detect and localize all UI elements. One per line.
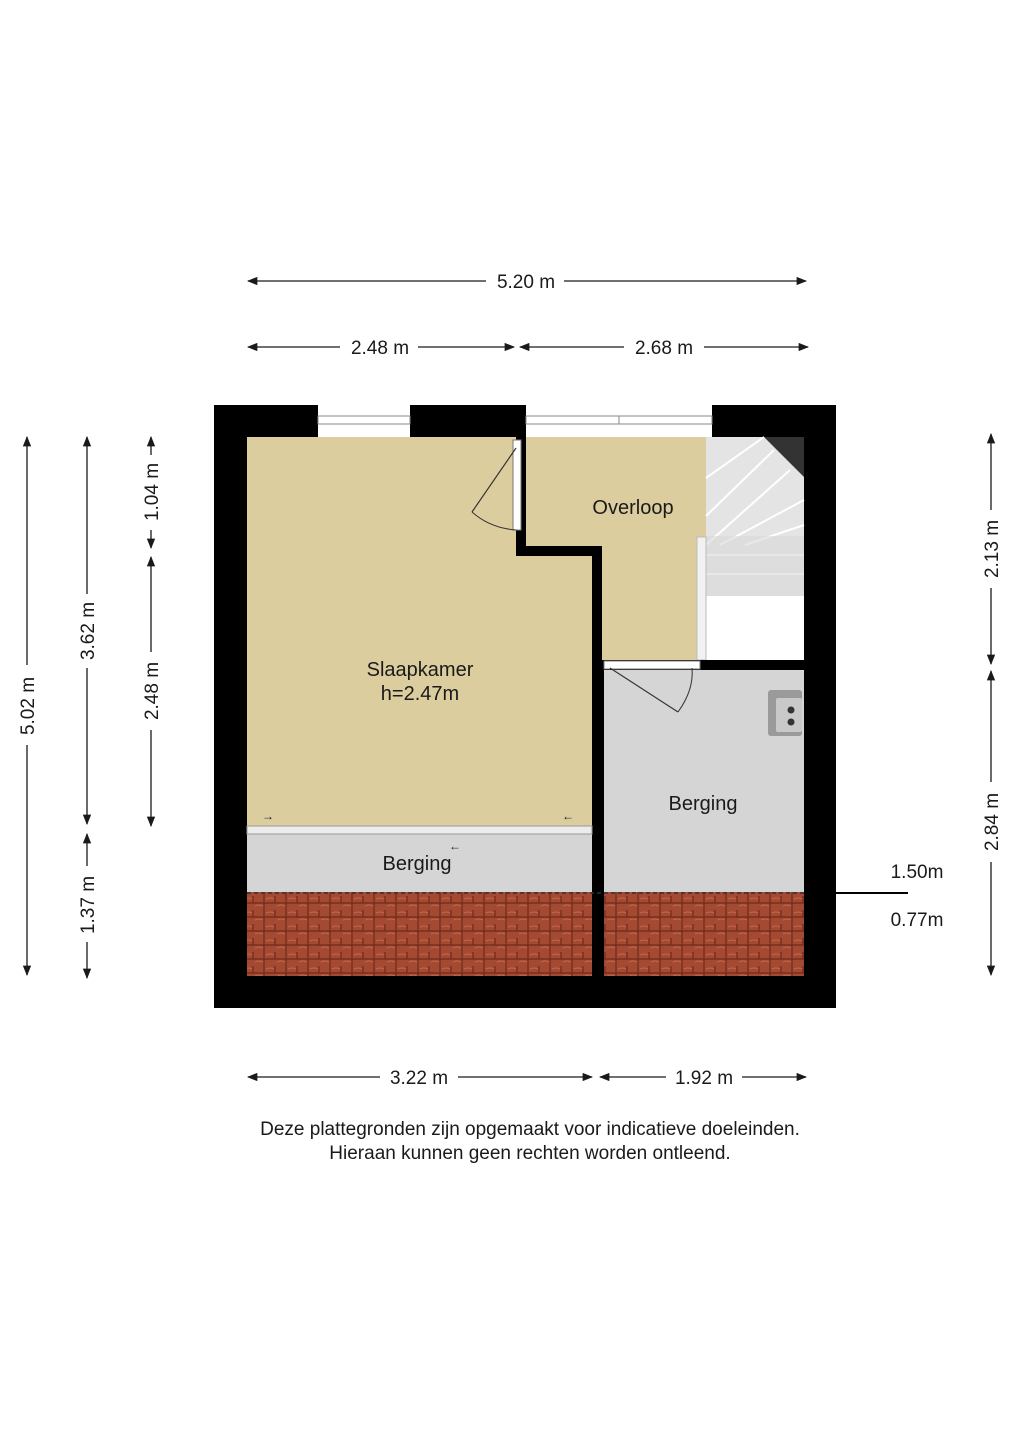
svg-text:1.04 m: 1.04 m xyxy=(142,463,163,521)
room-height-slaapkamer: h=2.47m xyxy=(381,683,459,705)
staircase xyxy=(696,436,805,661)
room-overloop xyxy=(526,437,706,660)
door-berging xyxy=(603,660,701,713)
dimension-bottom-right: 1.92 m xyxy=(598,1068,808,1089)
disclaimer-line-1: Deze plattegronden zijn opgemaakt voor i… xyxy=(260,1119,800,1140)
svg-text:2.48 m: 2.48 m xyxy=(142,662,163,720)
window-top-right xyxy=(525,405,713,437)
roof-tiles-left xyxy=(247,892,592,976)
wall-segment xyxy=(602,660,804,670)
svg-text:5.20 m: 5.20 m xyxy=(497,272,555,293)
disclaimer: Deze plattegronden zijn opgemaakt voor i… xyxy=(0,1118,1018,1166)
height-marker-upper: 1.50m xyxy=(891,862,944,883)
room-label-slaapkamer: Slaapkamer xyxy=(367,659,474,681)
svg-text:2.13 m: 2.13 m xyxy=(982,520,1003,578)
room-slaapkamer xyxy=(247,437,592,826)
room-berging-bottom xyxy=(247,834,592,892)
svg-text:2.68 m: 2.68 m xyxy=(635,338,693,359)
dimension-right-upper: 2.13 m xyxy=(982,432,1003,666)
dimension-top-left: 2.48 m xyxy=(246,338,516,359)
dimension-left-lower: 1.37 m xyxy=(78,832,99,980)
slide-arrow: ← xyxy=(449,839,461,853)
dimension-top-right: 2.68 m xyxy=(518,338,810,359)
room-label-berging-right: Berging xyxy=(669,793,738,815)
dimension-top-total: 5.20 m xyxy=(246,272,808,293)
room-label-berging-bottom: Berging xyxy=(383,853,452,875)
svg-text:3.62 m: 3.62 m xyxy=(78,602,99,660)
roof-tiles-right xyxy=(604,892,804,976)
svg-text:5.02 m: 5.02 m xyxy=(18,677,39,735)
dimension-left-inner-top: 1.04 m xyxy=(142,435,163,550)
dimension-bottom-left: 3.22 m xyxy=(246,1068,594,1089)
dimension-right-lower: 2.84 m xyxy=(982,669,1003,977)
svg-text:3.22 m: 3.22 m xyxy=(390,1068,448,1089)
boiler-icon xyxy=(768,690,802,736)
sliding-door xyxy=(246,825,593,835)
window-top-left xyxy=(317,405,411,437)
dimension-left-upper: 3.62 m xyxy=(78,435,99,826)
svg-text:2.84 m: 2.84 m xyxy=(982,793,1003,851)
height-marker-lower: 0.77m xyxy=(891,910,944,931)
door-slaapkamer xyxy=(471,439,522,531)
disclaimer-line-2: Hieraan kunnen geen rechten worden ontle… xyxy=(329,1143,731,1164)
dimension-left-inner-mid: 2.48 m xyxy=(142,555,163,828)
svg-text:1.37 m: 1.37 m xyxy=(78,876,99,934)
dimension-left-total: 5.02 m xyxy=(18,435,39,977)
room-label-overloop: Overloop xyxy=(592,497,673,519)
slide-arrow: ← xyxy=(562,809,574,823)
svg-text:2.48 m: 2.48 m xyxy=(351,338,409,359)
slide-arrow: → xyxy=(262,809,274,823)
svg-text:1.92 m: 1.92 m xyxy=(675,1068,733,1089)
